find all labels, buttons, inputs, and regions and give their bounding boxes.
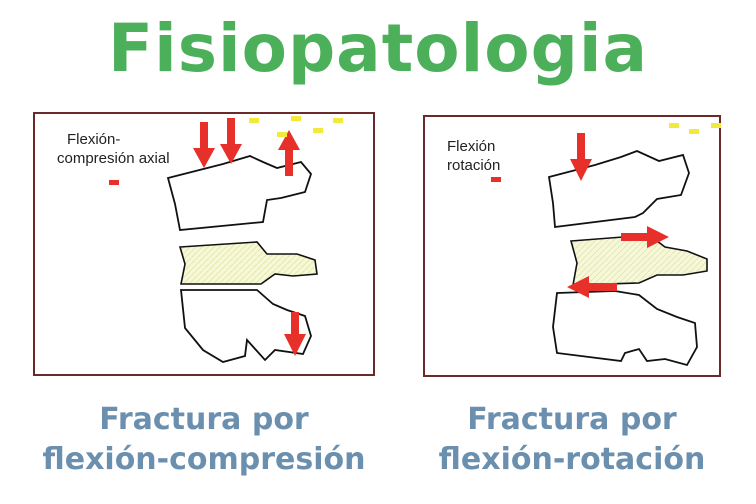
caption-line1: Fractura por [467, 402, 677, 437]
compression-arrow-2 [220, 118, 242, 164]
caption-line1: Fractura por [99, 402, 309, 437]
caption-compresion: Fractura por flexión-compresión [18, 400, 390, 480]
vertebra-diagram-rotacion [491, 123, 721, 367]
distraction-arrow-up [278, 130, 300, 176]
panel-label: Flexión- compresión axial [57, 130, 170, 168]
rotation-arrow-right [621, 226, 669, 248]
yellow-dashes [669, 123, 721, 134]
panel-label-line1: Flexión [447, 138, 496, 155]
upper-vertebra [547, 150, 690, 229]
caption-rotacion: Fractura por flexión-rotación [408, 400, 736, 480]
panel-label-line2: rotación [447, 157, 501, 174]
vertebra-diagram-compresion [109, 116, 343, 363]
intervertebral-disc [569, 234, 708, 286]
panel-label-line1: Flexión- [67, 131, 121, 148]
page-title: Fisiopatologia [107, 10, 648, 87]
rotation-arrow-left [567, 276, 617, 298]
caption-line2: flexión-compresión [42, 442, 366, 477]
compression-arrow-1 [193, 122, 215, 168]
flexion-arrow-down [570, 133, 592, 181]
panel-flexion-rotacion: Flexión rotación [423, 115, 721, 377]
panel-label-line2: compresión axial [57, 150, 170, 167]
lower-vertebra [552, 290, 698, 367]
yellow-dashes [249, 116, 343, 137]
lower-arrow-down [284, 312, 306, 356]
legend-dash [491, 177, 501, 182]
panel-flexion-compresion: Flexión- compresión axial [33, 112, 375, 376]
panel-label: Flexión rotación [447, 137, 500, 175]
legend-dash [109, 180, 119, 185]
caption-line2: flexión-rotación [438, 442, 706, 477]
intervertebral-disc [178, 241, 318, 285]
upper-vertebra [166, 155, 313, 231]
lower-vertebra [180, 289, 312, 363]
